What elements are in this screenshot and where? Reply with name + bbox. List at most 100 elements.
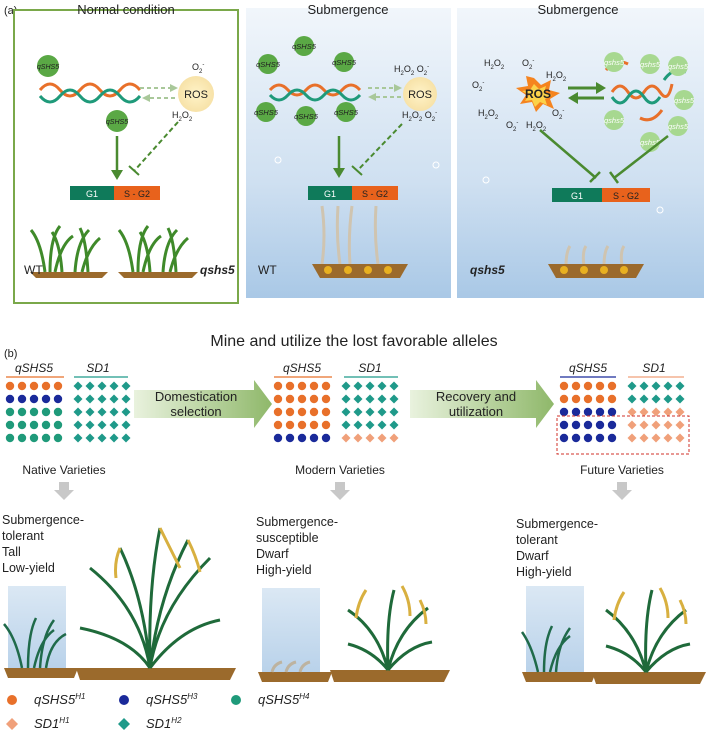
gene-label: qshs5 <box>604 58 625 67</box>
variety-name-native: Native Varieties <box>22 463 105 477</box>
allele-dot <box>559 381 569 391</box>
allele-dot <box>53 420 63 430</box>
highlight-box <box>556 415 690 455</box>
gene-blob <box>37 55 59 77</box>
allele-dot <box>571 420 581 430</box>
allele-dot <box>607 407 617 417</box>
allele-dot <box>595 381 605 391</box>
allele-dot <box>5 381 15 391</box>
allele-dot <box>595 407 605 417</box>
allele-dot <box>309 394 319 404</box>
allele-dot <box>571 433 581 443</box>
allele-dot <box>285 407 295 417</box>
short-seedling-icon <box>548 245 644 278</box>
allele-diamond <box>97 407 107 417</box>
allele-dot <box>41 420 51 430</box>
allele-diamond <box>365 407 375 417</box>
ros-circle <box>178 76 214 112</box>
allele-diamond <box>73 394 83 404</box>
allele-diamond <box>85 433 95 443</box>
allele-diamond <box>365 433 375 443</box>
allele-diamond <box>651 381 661 391</box>
future-genotype-header: qSHS5 SD1 <box>560 361 684 378</box>
allele-diamond <box>121 420 131 430</box>
gene1-header: qSHS5 <box>569 361 607 375</box>
dwarf-rice-plant-modern-icon <box>330 585 450 682</box>
allele-diamond <box>651 394 661 404</box>
allele-dot <box>53 394 63 404</box>
allele-diamond <box>377 407 387 417</box>
allele-dot <box>41 394 51 404</box>
allele-diamond <box>675 407 685 417</box>
arrow1-line1: Domestication <box>155 389 237 404</box>
allele-diamond <box>389 394 399 404</box>
allele-diamond <box>627 381 637 391</box>
allele-diamond <box>341 407 351 417</box>
gene-label-top: qSHS5 <box>37 64 59 71</box>
legend-label: qSHS5H4 <box>258 692 310 707</box>
allele-dot <box>595 394 605 404</box>
ros-label: ROS <box>408 89 432 101</box>
h2o2-label: H2O2 <box>172 110 193 123</box>
allele-diamond <box>73 381 83 391</box>
trait: Submergence- <box>256 515 338 529</box>
arrow-head-icon <box>111 170 123 180</box>
allele-dot <box>5 433 15 443</box>
g1-phase <box>552 188 602 202</box>
trait: Low-yield <box>2 561 55 575</box>
allele-dot <box>17 381 27 391</box>
recovery-arrow: Recovery and utilization <box>410 380 554 428</box>
native-tank-icon <box>3 586 78 678</box>
trait: Submergence- <box>516 517 598 531</box>
sg2-phase <box>114 186 160 200</box>
future-traits: Submergence- tolerant Dwarf High-yield <box>516 517 598 579</box>
allele-dot <box>297 394 307 404</box>
legend-label: qSHS5H1 <box>34 692 85 707</box>
allele-diamond <box>353 420 363 430</box>
allele-dot <box>17 407 27 417</box>
allele-diamond <box>121 381 131 391</box>
allele-diamond <box>353 394 363 404</box>
allele-diamond <box>675 381 685 391</box>
allele-dot <box>17 394 27 404</box>
allele-dot <box>321 394 331 404</box>
allele-diamond <box>627 407 637 417</box>
allele-dot <box>41 381 51 391</box>
mutant-label: qshs5 <box>200 263 235 277</box>
allele-dot <box>273 420 283 430</box>
g1-phase <box>70 186 114 200</box>
allele-diamond <box>73 407 83 417</box>
modern-traits: Submergence- susceptible Dwarf High-yiel… <box>256 515 338 577</box>
allele-dot <box>309 407 319 417</box>
allele-diamond <box>365 394 375 404</box>
allele-dot <box>285 420 295 430</box>
allele-diamond <box>341 394 351 404</box>
allele-dot <box>29 394 39 404</box>
allele-dot <box>607 433 617 443</box>
allele-diamond <box>121 394 131 404</box>
allele-diamond <box>627 394 637 404</box>
gene-label: qshs5 <box>674 96 695 105</box>
allele-dot <box>321 433 331 443</box>
normal-condition-panel: Normal condition qSHS5 qSHS5 ROS O2- H2O… <box>13 2 239 304</box>
legend-swatch <box>119 695 129 705</box>
allele-diamond <box>639 407 649 417</box>
elongated-seedling-icon <box>312 205 408 278</box>
allele-diamond <box>341 420 351 430</box>
allele-dot <box>53 433 63 443</box>
trait: tolerant <box>2 529 44 543</box>
gene1-header: qSHS5 <box>15 361 53 375</box>
allele-dot <box>559 394 569 404</box>
allele-diamond <box>651 407 661 417</box>
allele-diamond <box>663 381 673 391</box>
submergence-wt-panel: Submergence qSHS5 qSHS5 qSHS5 qSHS5 qSHS… <box>246 2 451 298</box>
allele-diamond <box>663 433 673 443</box>
allele-diamond <box>85 381 95 391</box>
g1-label: G1 <box>324 189 336 199</box>
allele-diamond <box>121 407 131 417</box>
allele-dot <box>17 420 27 430</box>
allele-dot <box>309 433 319 443</box>
allele-diamond <box>389 420 399 430</box>
